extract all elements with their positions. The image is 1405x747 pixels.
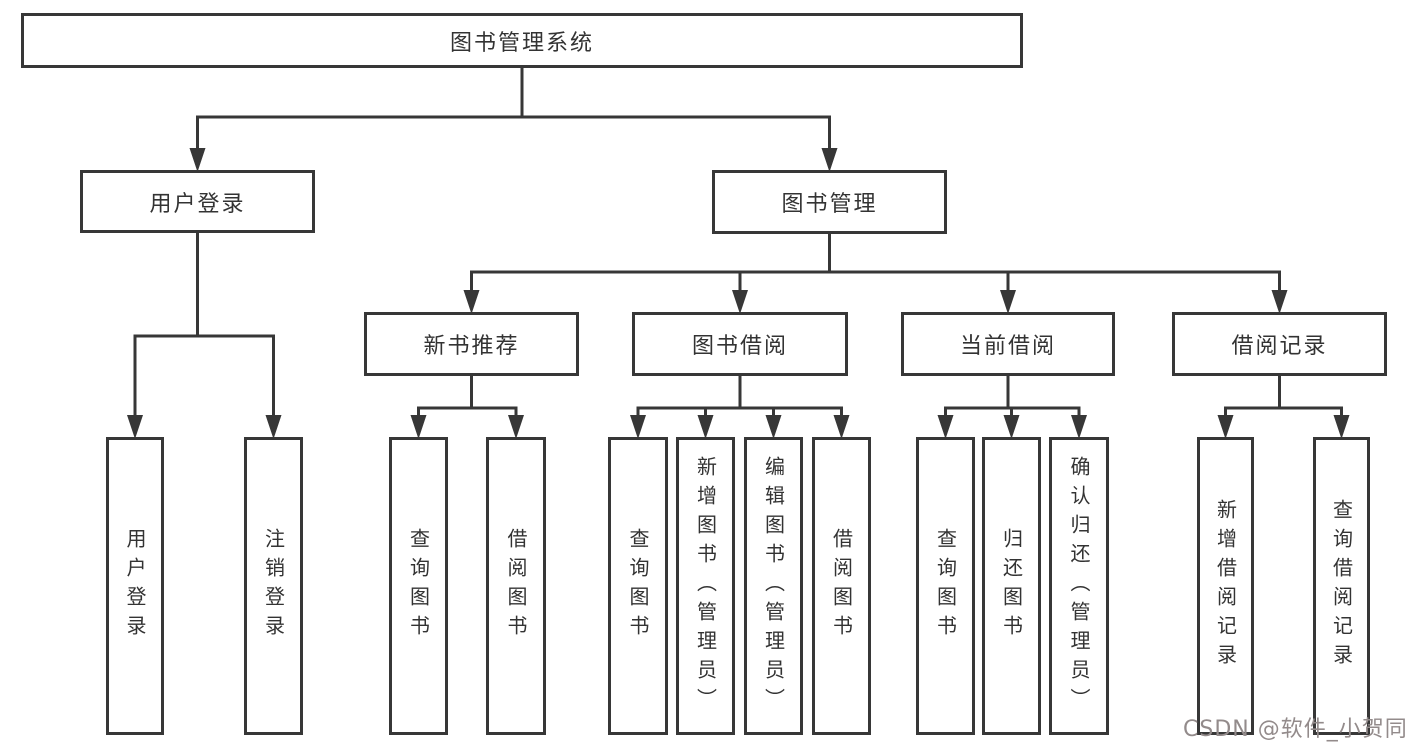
connector-line bbox=[520, 68, 831, 166]
arrowhead-icon bbox=[410, 415, 427, 439]
node-book-borrow: 图书借阅 bbox=[632, 312, 848, 376]
arrowhead-icon bbox=[765, 415, 782, 439]
node-label: 图书借阅 bbox=[691, 334, 788, 359]
arrowhead-icon bbox=[1003, 415, 1020, 439]
connector-line bbox=[1224, 376, 1281, 433]
arrowhead-icon bbox=[127, 415, 143, 439]
node-label: 查询图书 bbox=[933, 528, 958, 644]
node-leaf-bb-borrow: 借阅图书 bbox=[812, 437, 871, 735]
node-label: 新增图书（管理员） bbox=[693, 455, 718, 717]
node-label: 新书推荐 bbox=[423, 334, 520, 359]
arrowhead-icon bbox=[1333, 415, 1350, 439]
node-label: 归还图书 bbox=[999, 528, 1024, 644]
edge-new-book-rec bbox=[410, 376, 524, 439]
arrowhead-icon bbox=[821, 148, 838, 172]
node-leaf-bb-edit: 编辑图书（管理员） bbox=[744, 437, 803, 735]
connector-line bbox=[1006, 376, 1081, 433]
arrowhead-icon bbox=[732, 290, 748, 314]
edge-current-borrow bbox=[937, 376, 1087, 439]
connector-line bbox=[196, 68, 524, 166]
arrowhead-icon bbox=[1217, 415, 1234, 439]
arrowhead-icon bbox=[1071, 415, 1087, 439]
node-label: 借阅图书 bbox=[504, 528, 528, 644]
connector-line bbox=[944, 376, 1010, 433]
edge-borrow-records bbox=[1217, 376, 1350, 439]
node-leaf-bb-query: 查询图书 bbox=[608, 437, 668, 735]
connector-line bbox=[133, 233, 199, 433]
node-label: 用户登录 bbox=[123, 528, 147, 644]
edge-book-mgmt bbox=[463, 234, 1288, 314]
node-label: 当前借阅 bbox=[959, 334, 1056, 359]
node-label: 图书管理系统 bbox=[449, 30, 594, 56]
node-leaf-bb-add: 新增图书（管理员） bbox=[676, 437, 735, 735]
node-label: 注销登录 bbox=[261, 528, 286, 644]
connector-line bbox=[196, 233, 275, 433]
arrowhead-icon bbox=[1000, 290, 1016, 314]
node-user-login: 用户登录 bbox=[80, 170, 315, 233]
connector-line bbox=[470, 376, 518, 433]
edge-user-login bbox=[127, 233, 282, 439]
connector-line bbox=[1278, 376, 1343, 433]
node-leaf-br-query: 查询借阅记录 bbox=[1313, 437, 1370, 735]
connector-line bbox=[704, 376, 742, 433]
arrowhead-icon bbox=[508, 415, 524, 439]
arrowhead-icon bbox=[630, 415, 646, 439]
node-current-borrow: 当前借阅 bbox=[901, 312, 1115, 376]
arrowhead-icon bbox=[1271, 290, 1288, 314]
edge-book-borrow bbox=[630, 376, 850, 439]
node-leaf-nbr-query: 查询图书 bbox=[389, 437, 448, 735]
node-leaf-logout: 注销登录 bbox=[244, 437, 303, 735]
node-leaf-cb-query: 查询图书 bbox=[916, 437, 975, 735]
node-borrow-records: 借阅记录 bbox=[1172, 312, 1387, 376]
node-leaf-cb-confirm: 确认归还（管理员） bbox=[1049, 437, 1109, 735]
node-label: 用户登录 bbox=[149, 191, 246, 217]
arrowhead-icon bbox=[189, 148, 206, 172]
connector-line bbox=[738, 376, 775, 433]
node-book-mgmt: 图书管理 bbox=[712, 170, 947, 234]
arrowhead-icon bbox=[833, 415, 850, 439]
connector-line bbox=[828, 234, 1281, 308]
connector-line bbox=[417, 376, 473, 433]
csdn-watermark: CSDN @软件_小贺同学 bbox=[1183, 717, 1405, 742]
arrowhead-icon bbox=[463, 290, 480, 314]
edge-root bbox=[189, 68, 838, 172]
connector-line bbox=[636, 376, 742, 433]
node-root: 图书管理系统 bbox=[21, 13, 1023, 68]
node-label: 确认归还（管理员） bbox=[1067, 455, 1091, 717]
connector-line bbox=[738, 376, 843, 433]
node-leaf-br-add: 新增借阅记录 bbox=[1197, 437, 1254, 735]
connector-line bbox=[738, 234, 831, 308]
node-label: 查询图书 bbox=[406, 528, 431, 644]
node-leaf-nbr-borrow: 借阅图书 bbox=[486, 437, 546, 735]
node-leaf-user-login: 用户登录 bbox=[106, 437, 164, 735]
node-label: 借阅记录 bbox=[1231, 334, 1328, 359]
arrowhead-icon bbox=[937, 415, 954, 439]
node-label: 编辑图书（管理员） bbox=[761, 455, 786, 717]
node-label: 图书管理 bbox=[781, 192, 878, 217]
node-label: 查询借阅记录 bbox=[1329, 499, 1354, 673]
node-leaf-cb-return: 归还图书 bbox=[982, 437, 1041, 735]
arrowhead-icon bbox=[697, 415, 714, 439]
node-label: 新增借阅记录 bbox=[1213, 499, 1238, 673]
node-label: 查询图书 bbox=[626, 528, 650, 644]
node-new-book-rec: 新书推荐 bbox=[364, 312, 579, 376]
arrowhead-icon bbox=[265, 415, 282, 439]
node-label: 借阅图书 bbox=[829, 528, 854, 644]
